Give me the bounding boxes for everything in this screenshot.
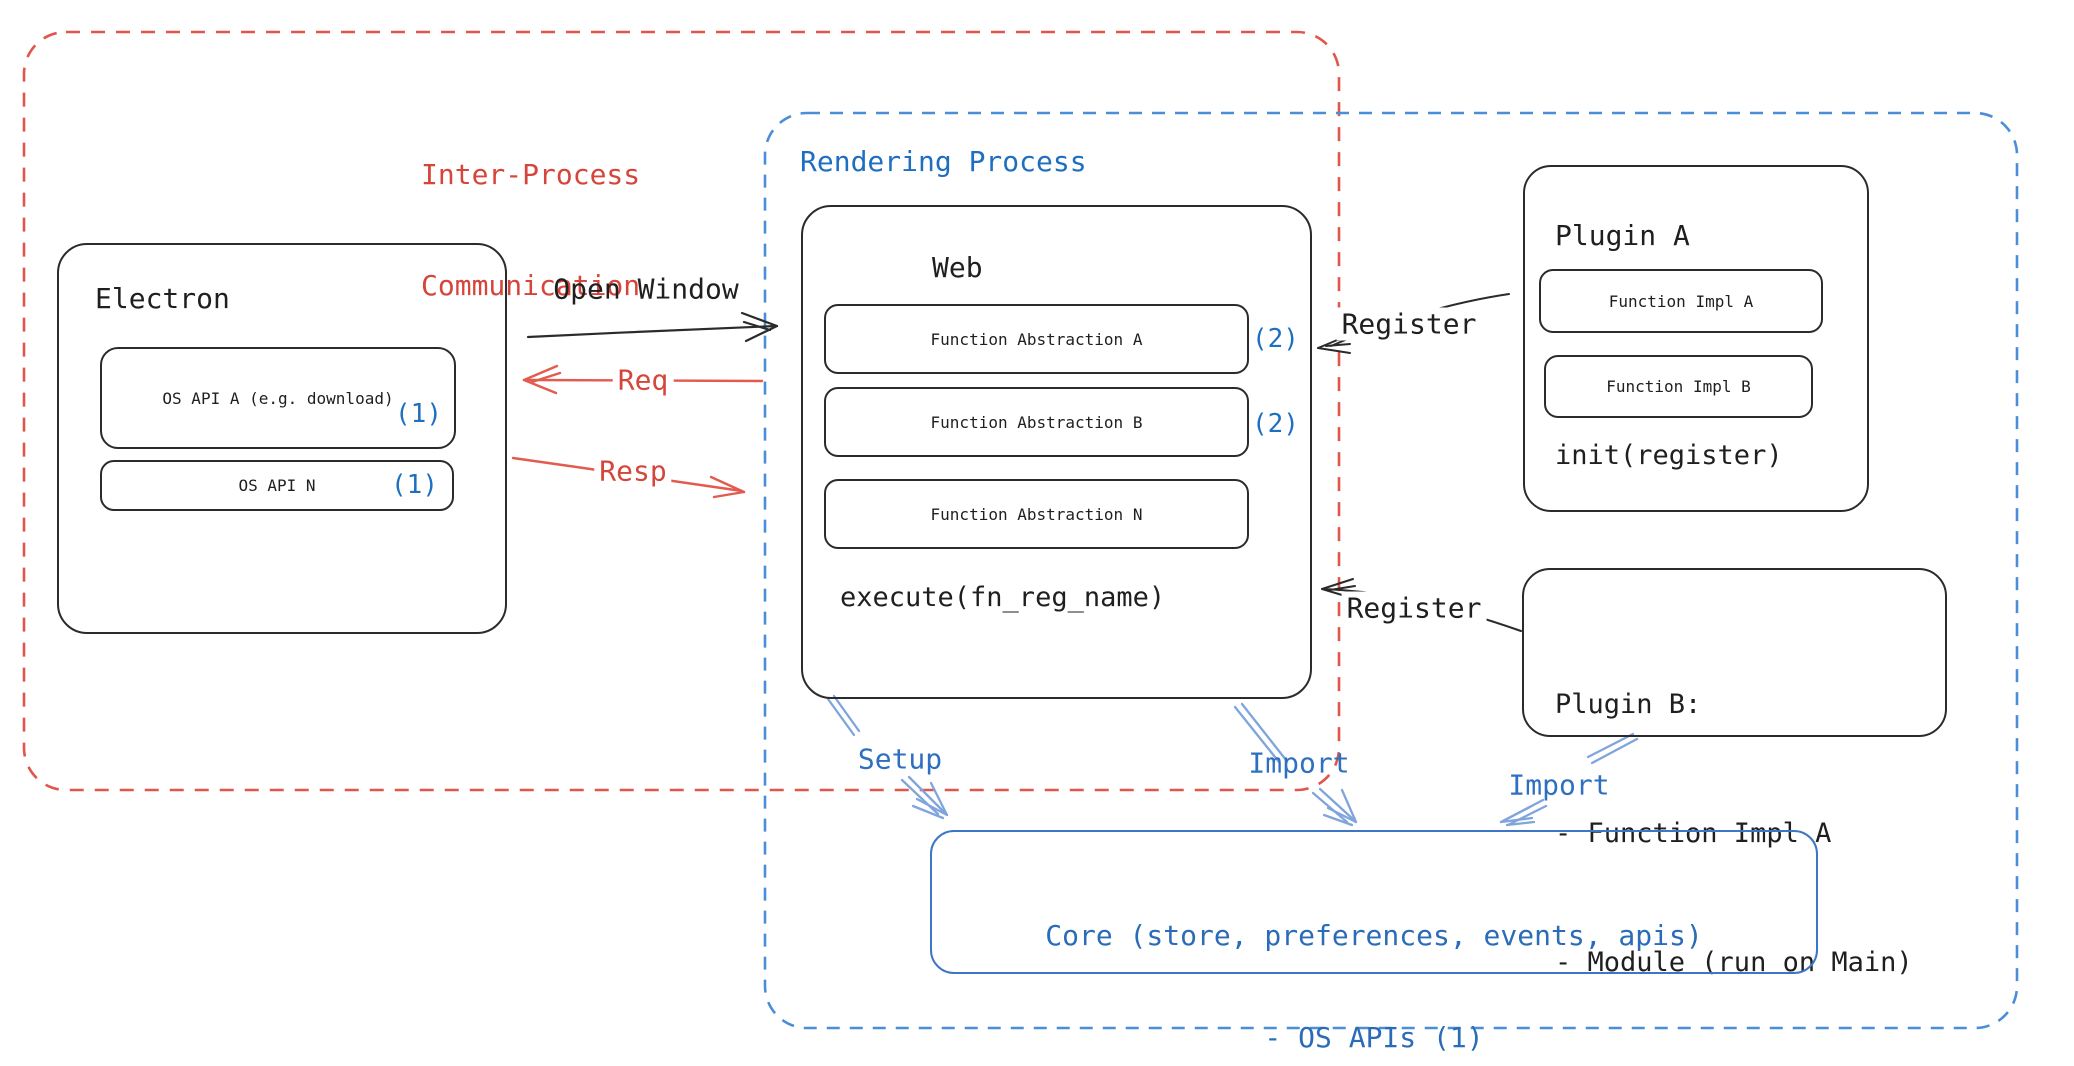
resp-arrow-label: Resp: [594, 454, 672, 488]
ipc-label-line1: Inter-Process: [421, 158, 641, 191]
function-impl-b-label: Function Impl B: [1606, 377, 1751, 396]
core-line2: - OS APIs (1): [1264, 1021, 1484, 1054]
core-text: Core (store, preferences, events, apis) …: [932, 851, 1816, 1066]
core-box: Core (store, preferences, events, apis) …: [930, 830, 1818, 1054]
electron-box: Electron OS API A (e.g. download) (1) OS…: [57, 243, 507, 634]
core-line1: Core (store, preferences, events, apis): [1045, 919, 1703, 952]
os-api-a-label: OS API A (e.g. download): [162, 388, 394, 408]
function-impl-a-label: Function Impl A: [1608, 291, 1754, 311]
plugin-b-text: Plugin B: - Function Impl A - Module (ru…: [1555, 597, 1913, 1066]
os-api-a-badge: (1): [395, 399, 442, 429]
import-web-arrow: [1233, 702, 1358, 827]
function-abstraction-b-box: Function Abstraction B: [824, 387, 1249, 457]
os-api-n-box: OS API N (1): [100, 460, 454, 511]
ipc-dashed-frame: [22, 30, 1341, 792]
function-abstraction-n-box: Function Abstraction N: [824, 479, 1249, 549]
function-abstraction-b-label: Function Abstraction B: [930, 412, 1143, 432]
function-abstraction-a-label: Function Abstraction A: [930, 329, 1143, 349]
web-box: Web Function Abstraction A (2) Function …: [801, 205, 1312, 699]
function-impl-b-box: Function Impl B: [1544, 355, 1813, 418]
plugin-b-title: Plugin B:: [1555, 689, 1702, 720]
setup-arrow-label: Setup: [857, 742, 943, 776]
req-arrow-label: Req: [612, 363, 674, 397]
import-web-arrow-label: Import: [1248, 746, 1350, 780]
plugin-a-init-text: init(register): [1555, 440, 1783, 471]
os-api-n-badge: (1): [391, 470, 438, 500]
ipc-label-line2: Communication: [421, 269, 641, 302]
import-plugin-arrow: [1499, 732, 1639, 827]
open-window-arrow-label: Open Window: [553, 272, 739, 306]
plugin-a-title: Plugin A: [1555, 219, 1690, 252]
rendering-group-label: Rendering Process: [800, 145, 1087, 178]
ipc-group-label: Inter-Process Communication: [421, 82, 640, 378]
plugin-b-line1: - Function Impl A: [1555, 818, 1832, 849]
function-abstraction-n-label: Function Abstraction N: [930, 504, 1143, 524]
setup-arrow: [826, 694, 949, 820]
os-api-n-label: OS API N: [238, 476, 316, 495]
web-title: Web: [932, 251, 983, 284]
web-execute-text: execute(fn_reg_name): [840, 582, 1166, 613]
function-impl-a-box: Function Impl A: [1539, 269, 1823, 333]
import-plugin-arrow-label: Import: [1508, 768, 1610, 802]
electron-title: Electron: [95, 282, 230, 315]
register-b-arrow-label: Register: [1341, 591, 1487, 625]
plugin-a-box: Plugin A Function Impl A Function Impl B…: [1523, 165, 1869, 512]
os-api-a-box: OS API A (e.g. download) (1): [100, 347, 456, 449]
rendering-dashed-frame: [763, 111, 2019, 1030]
register-a-arrow-label: Register: [1336, 307, 1482, 341]
plugin-b-box: Plugin B: - Function Impl A - Module (ru…: [1522, 568, 1947, 978]
open-window-arrow: [526, 311, 779, 343]
function-abstraction-a-badge: (2): [1252, 324, 1299, 354]
function-abstraction-b-badge: (2): [1252, 409, 1299, 439]
function-abstraction-a-box: Function Abstraction A: [824, 304, 1249, 374]
